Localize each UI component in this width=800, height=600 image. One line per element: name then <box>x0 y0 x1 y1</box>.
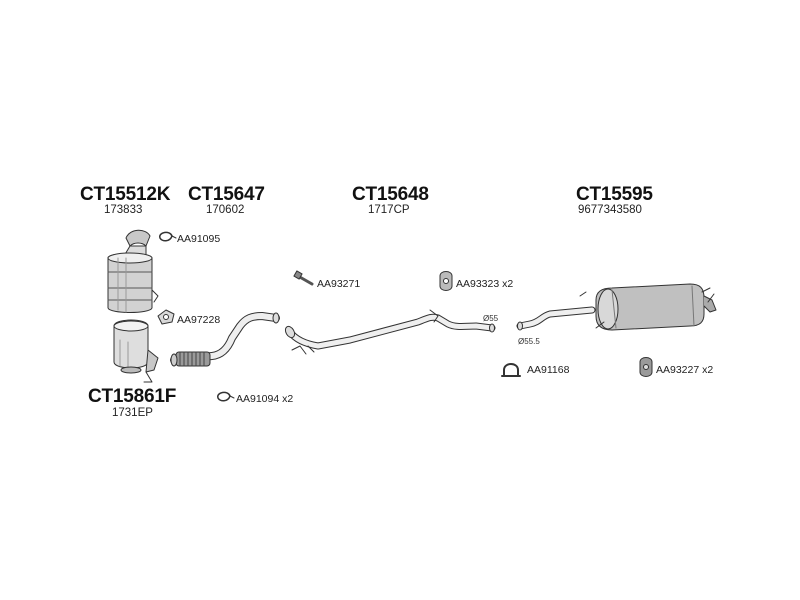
part-code-ct15648[interactable]: CT15648 <box>352 184 429 205</box>
part-ref-ct15647: 170602 <box>206 204 245 216</box>
accessory-label-aa97228[interactable]: AA97228 <box>177 314 221 326</box>
gasket-icon-aa97228[interactable] <box>157 309 175 325</box>
intermediate-pipe-ct15648[interactable] <box>284 309 496 355</box>
rear-silencer-ct15595[interactable] <box>516 283 717 331</box>
dimension-label-55: Ø55 <box>483 314 499 323</box>
clamp-icon-aa91094[interactable] <box>217 391 235 402</box>
bolt-icon-aa93271[interactable] <box>293 270 314 286</box>
accessory-label-aa91168[interactable]: AA91168 <box>527 364 570 376</box>
accessory-label-aa91095[interactable]: AA91095 <box>177 233 221 245</box>
part-ref-ct15648: 1717CP <box>368 204 410 216</box>
rubber-mount-icon-aa93227[interactable] <box>639 357 653 377</box>
accessory-label-aa91094[interactable]: AA91094 x2 <box>236 393 294 405</box>
part-ref-ct15512k: 173833 <box>104 204 143 216</box>
accessory-label-aa93271[interactable]: AA93271 <box>317 278 361 290</box>
dimension-label-55-5: Ø55.5 <box>518 337 540 346</box>
clamp-icon-aa91095[interactable] <box>159 231 177 242</box>
front-pipe-ct15647[interactable] <box>170 312 280 367</box>
part-ref-ct15595: 9677343580 <box>578 204 642 216</box>
particulate-filter-ct15512k[interactable] <box>107 229 159 313</box>
clamp-icon-aa91168[interactable] <box>501 363 521 377</box>
part-ref-ct15861f: 1731EP <box>112 407 153 419</box>
accessory-label-aa93323[interactable]: AA93323 x2 <box>456 278 514 290</box>
part-code-ct15647[interactable]: CT15647 <box>188 184 265 205</box>
catalyst-ct15861f[interactable] <box>113 319 159 383</box>
part-code-ct15512k[interactable]: CT15512K <box>80 184 171 205</box>
rubber-mount-icon-aa93323[interactable] <box>439 271 453 291</box>
part-code-ct15595[interactable]: CT15595 <box>576 184 653 205</box>
part-code-ct15861f[interactable]: CT15861F <box>88 386 177 407</box>
accessory-label-aa93227[interactable]: AA93227 x2 <box>656 364 714 376</box>
